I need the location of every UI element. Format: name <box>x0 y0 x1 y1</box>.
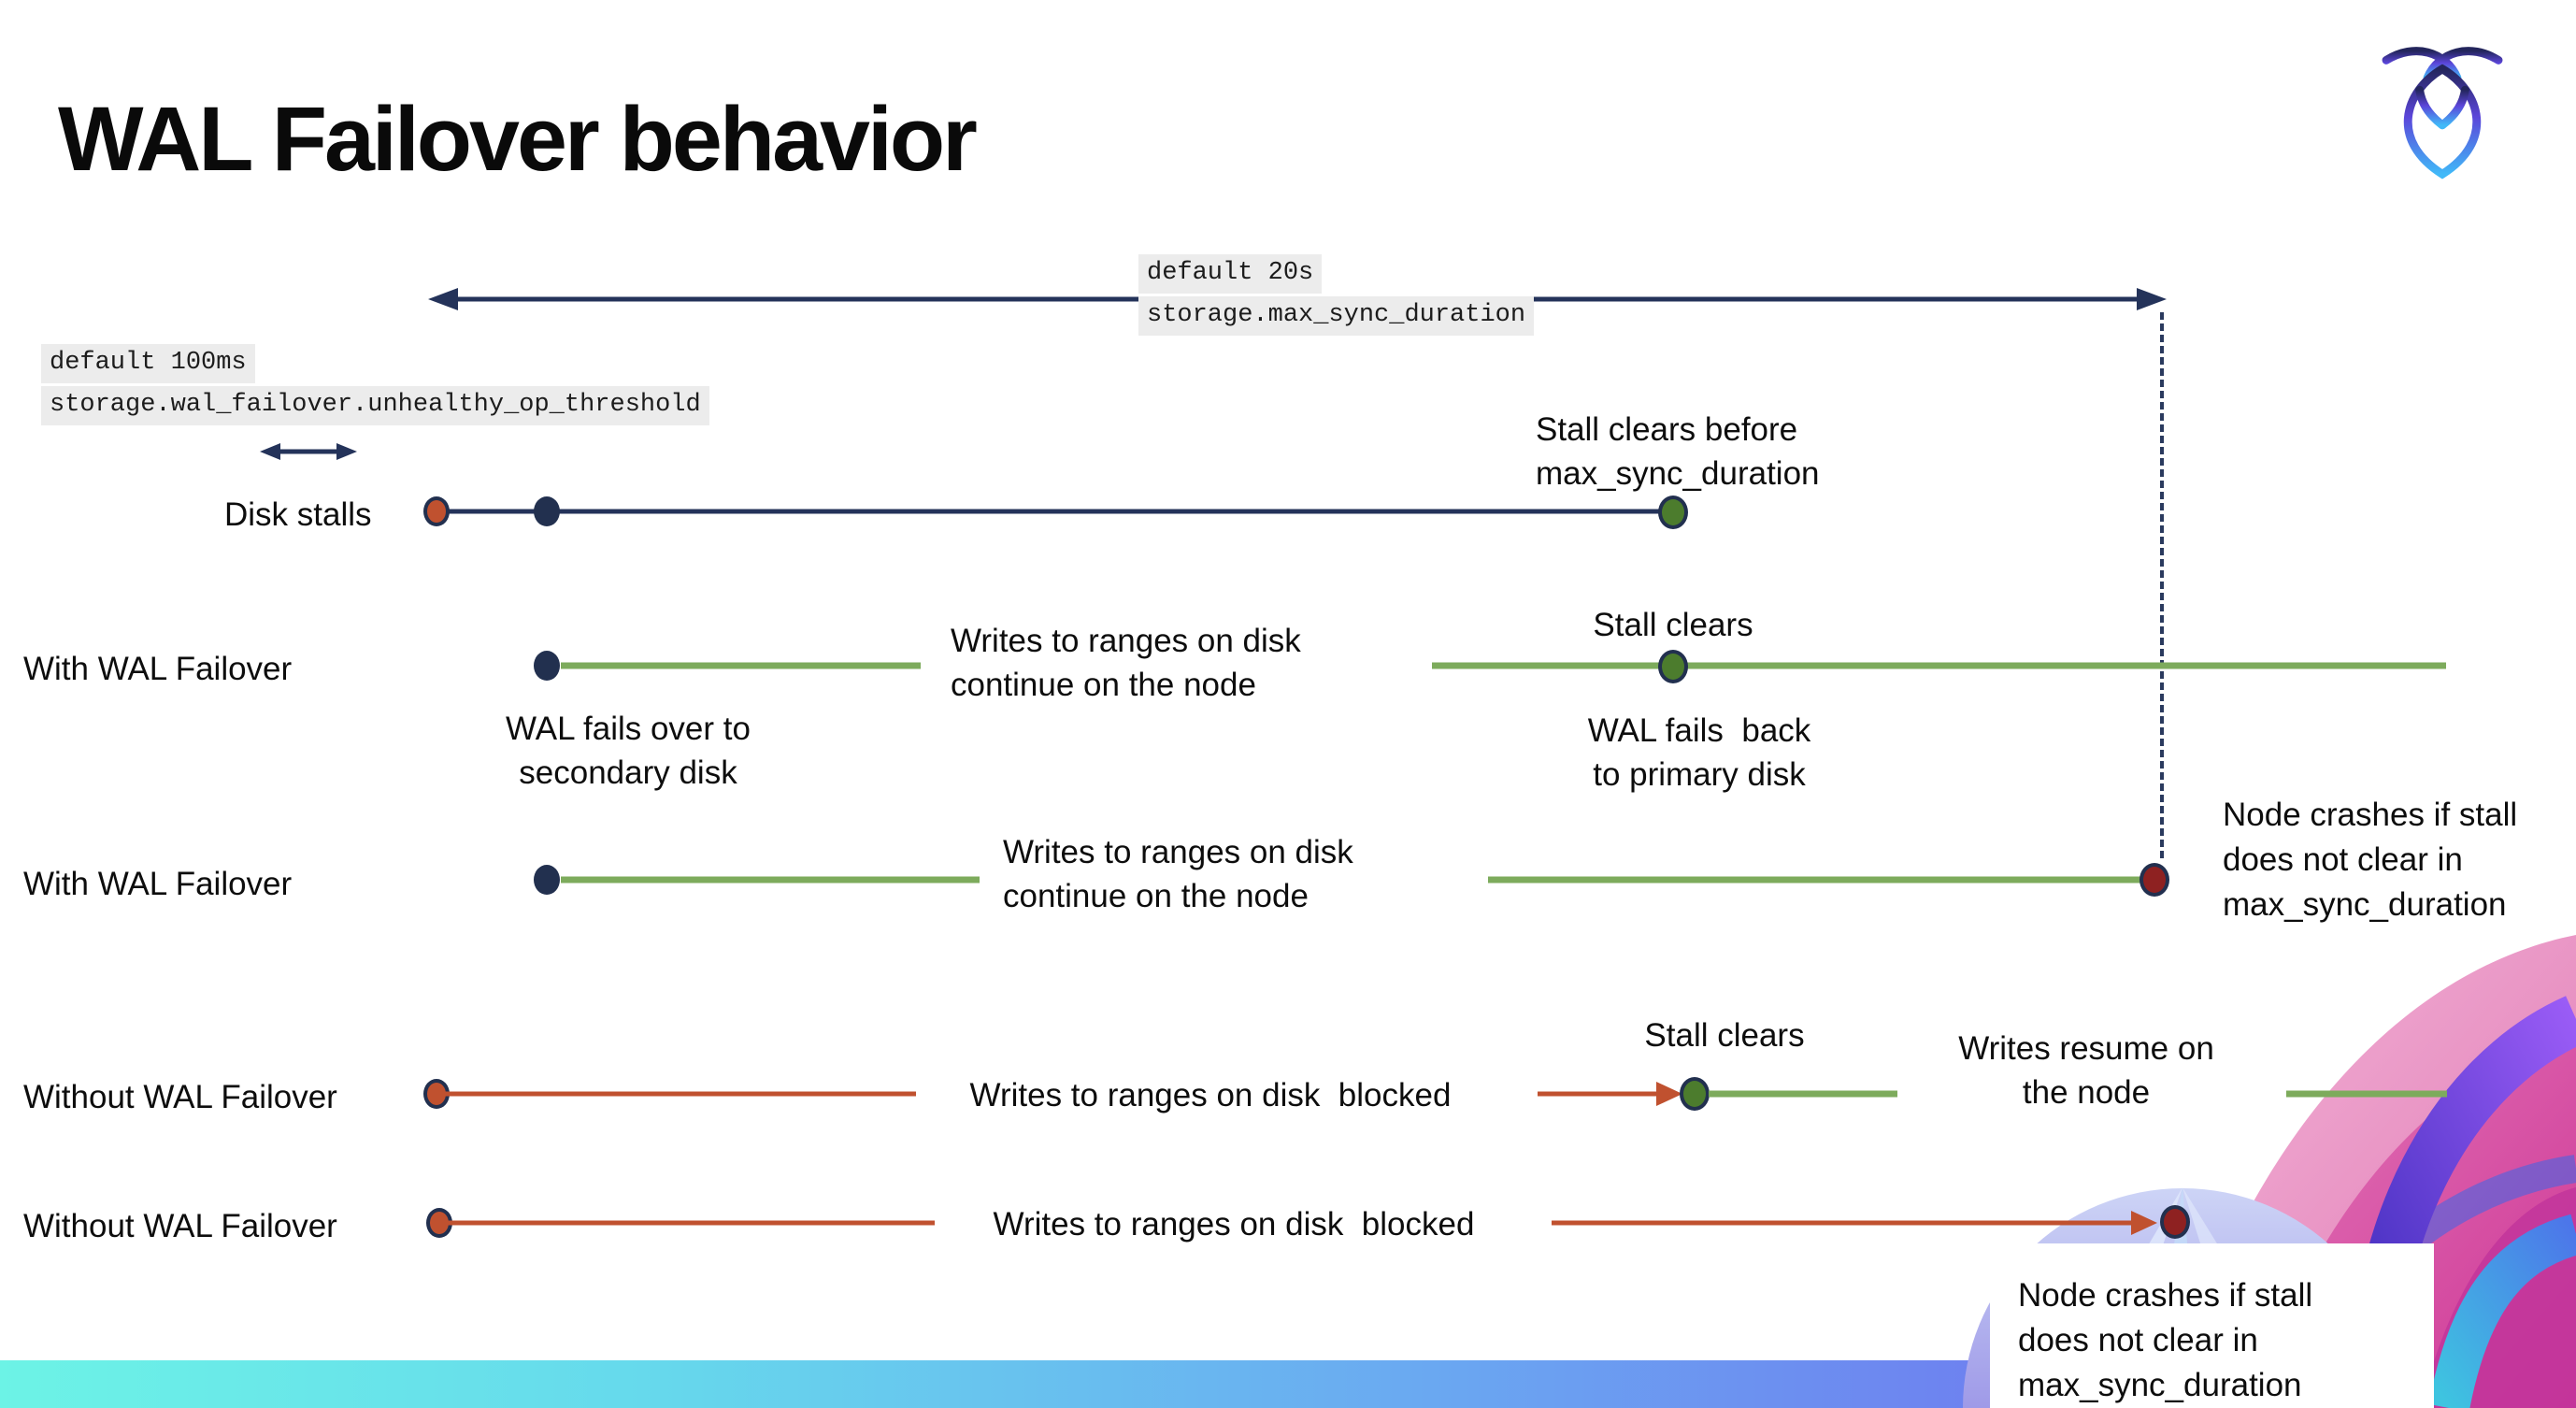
wal-fails-over-note: WAL fails over to secondary disk <box>460 707 796 795</box>
writes-continue-line <box>561 662 921 669</box>
stall-clears-dot <box>1658 496 1688 529</box>
failover-dot <box>534 651 560 681</box>
writes-blocked-line <box>1538 1091 1661 1097</box>
row-label-with-wal-failover: With WAL Failover <box>23 862 292 906</box>
arrowhead-left-icon <box>428 288 458 310</box>
wal-fails-back-note: WAL fails back to primary disk <box>1531 709 1868 797</box>
setting-name: storage.max_sync_duration <box>1138 296 1535 336</box>
note-line: the node <box>2022 1074 2151 1111</box>
arrowhead-left-icon <box>260 443 280 460</box>
node-crash-dot <box>2160 1205 2190 1239</box>
stall-start-dot <box>423 496 450 526</box>
writes-blocked-note: Writes to ranges on disk blocked <box>935 1073 1486 1117</box>
arrowhead-right-icon <box>2137 288 2167 310</box>
writes-continue-note: Writes to ranges on disk continue on the… <box>1003 830 1353 918</box>
row-label-disk-stalls: Disk stalls <box>224 493 372 537</box>
arrowhead-right-icon <box>336 443 357 460</box>
setting-name: storage.wal_failover.unhealthy_op_thresh… <box>41 386 709 425</box>
note-line: Stall clears <box>1644 1017 1805 1054</box>
stall-clears-dot <box>1658 650 1688 683</box>
threshold-dot <box>534 496 560 526</box>
row-label-text: Disk stalls <box>224 496 372 533</box>
note-line: Node crashes if stall <box>2223 797 2518 833</box>
row-label-text: With WAL Failover <box>23 651 293 687</box>
stall-clears-dot <box>1680 1077 1710 1111</box>
crash-note-box: Node crashes if stall does not clear in … <box>1990 1243 2434 1408</box>
writes-resume-note: Writes resume on the node <box>1918 1027 2254 1114</box>
disk-stall-timeline-line <box>436 509 1673 514</box>
failover-dot <box>534 865 560 895</box>
writes-blocked-line <box>436 1091 916 1097</box>
writes-continue-note: Writes to ranges on disk continue on the… <box>951 619 1301 707</box>
writes-blocked-line <box>439 1220 935 1226</box>
writes-continue-line <box>561 876 980 884</box>
note-line: Writes to ranges on disk <box>1003 834 1353 870</box>
note-line: WAL fails back <box>1587 712 1811 749</box>
node-crash-dot <box>2140 863 2169 897</box>
note-line: max_sync_duration <box>1536 455 1820 492</box>
row-label-text: Without WAL Failover <box>23 1079 337 1115</box>
note-line: Stall clears <box>1593 607 1753 643</box>
stall-clears-note: Stall clears <box>1584 1013 1865 1057</box>
note-line: Stall clears before <box>1536 411 1798 448</box>
note-line: secondary disk <box>519 754 737 791</box>
node-crashes-note: Node crashes if stall does not clear in … <box>2223 793 2517 927</box>
note-line: continue on the node <box>1003 878 1309 914</box>
crash-note-line: does not clear in <box>2018 1322 2258 1358</box>
max-sync-duration-annotation: default 20s storage.max_sync_duration <box>1138 254 1535 338</box>
writes-continue-line <box>1488 876 2154 884</box>
writes-continue-line <box>1432 662 2446 669</box>
row-label-text: With WAL Failover <box>23 866 293 902</box>
setting-default-value: default 20s <box>1138 254 1323 294</box>
note-line: Writes to ranges on disk <box>951 623 1301 659</box>
note-line: continue on the node <box>951 667 1256 703</box>
max-sync-deadline-dashed-line <box>2160 312 2164 858</box>
row-label-text: Without WAL Failover <box>23 1208 337 1244</box>
row-label-with-wal-failover: With WAL Failover <box>23 647 292 691</box>
writes-resume-line <box>1709 1090 1897 1098</box>
crash-note-line: max_sync_duration <box>2018 1367 2302 1403</box>
setting-default-value: default 100ms <box>41 344 255 383</box>
note-line: max_sync_duration <box>2223 886 2507 923</box>
note-line: does not clear in <box>2223 841 2463 878</box>
note-line: Writes to ranges on disk blocked <box>993 1206 1475 1243</box>
writes-resume-line <box>2286 1090 2447 1098</box>
unhealthy-op-threshold-annotation: default 100ms storage.wal_failover.unhea… <box>41 344 709 428</box>
threshold-span-line <box>273 449 336 454</box>
note-line: to primary disk <box>1593 756 1806 793</box>
note-line: Writes to ranges on disk blocked <box>969 1077 1452 1113</box>
row-label-without-wal-failover: Without WAL Failover <box>23 1204 337 1248</box>
row-label-without-wal-failover: Without WAL Failover <box>23 1075 337 1119</box>
writes-blocked-line <box>1552 1220 2131 1226</box>
arrowhead-right-icon <box>1656 1082 1682 1106</box>
stall-clears-before-note: Stall clears before max_sync_duration <box>1536 408 1820 496</box>
arrowhead-right-icon <box>2131 1211 2157 1235</box>
stall-clears-note: Stall clears <box>1533 603 1813 647</box>
page-title: WAL Failover behavior <box>58 87 978 190</box>
crash-note-line: Node crashes if stall <box>2018 1277 2313 1314</box>
note-line: WAL fails over to <box>506 711 751 747</box>
note-line: Writes resume on <box>1958 1030 2214 1067</box>
cockroachdb-logo-icon <box>2382 47 2503 180</box>
writes-blocked-note: Writes to ranges on disk blocked <box>953 1202 1514 1246</box>
